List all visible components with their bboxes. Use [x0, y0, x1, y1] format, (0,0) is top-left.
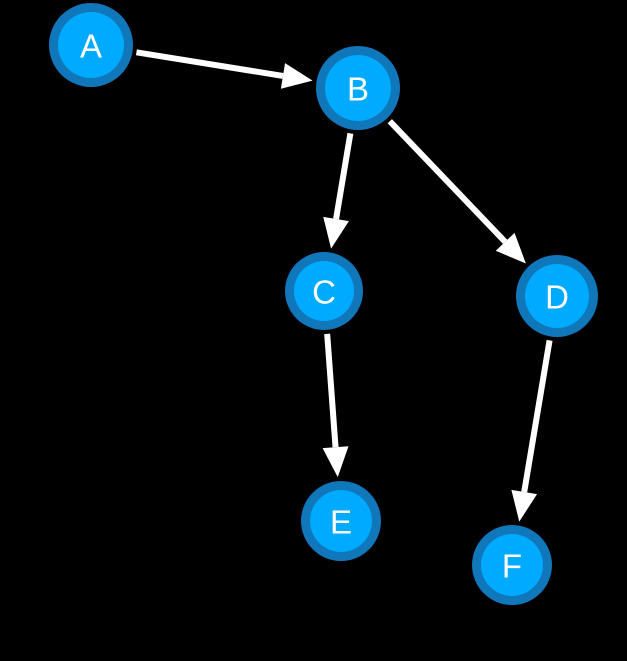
- arrowhead-icon: [323, 216, 349, 249]
- graph-node-d[interactable]: D: [516, 255, 598, 337]
- edge-line: [135, 49, 284, 79]
- graph-node-f[interactable]: F: [472, 525, 552, 605]
- nodes-layer: A B C D E F: [49, 3, 598, 605]
- node-label: C: [312, 274, 336, 311]
- node-fill: [294, 261, 354, 321]
- graph-node-e[interactable]: E: [301, 481, 381, 561]
- node-fill: [481, 534, 543, 596]
- graph-node-b[interactable]: B: [316, 46, 400, 130]
- graph-edge-b-d[interactable]: [387, 119, 526, 264]
- edge-line: [333, 132, 354, 220]
- edge-line: [521, 339, 553, 493]
- arrowhead-icon: [322, 446, 349, 478]
- node-label: A: [80, 28, 102, 65]
- graph-edge-c-e[interactable]: [322, 333, 349, 478]
- edges-layer: [135, 49, 553, 522]
- graph-node-c[interactable]: C: [285, 252, 363, 330]
- node-label: D: [545, 279, 569, 316]
- graph-node-a[interactable]: A: [49, 3, 133, 87]
- graph-edge-d-f[interactable]: [511, 339, 553, 522]
- graph-edge-b-c[interactable]: [323, 132, 354, 249]
- edge-line: [324, 333, 339, 448]
- graph-edge-a-b[interactable]: [135, 49, 313, 89]
- node-label: E: [330, 504, 352, 541]
- arrowhead-icon: [495, 232, 526, 264]
- edge-line: [387, 119, 508, 244]
- arrowhead-icon: [511, 489, 538, 522]
- node-label: F: [502, 548, 522, 585]
- node-fill: [58, 12, 124, 78]
- node-fill: [310, 490, 372, 552]
- node-fill: [525, 264, 589, 328]
- node-fill: [325, 55, 391, 121]
- arrowhead-icon: [280, 63, 313, 89]
- node-label: B: [347, 71, 369, 108]
